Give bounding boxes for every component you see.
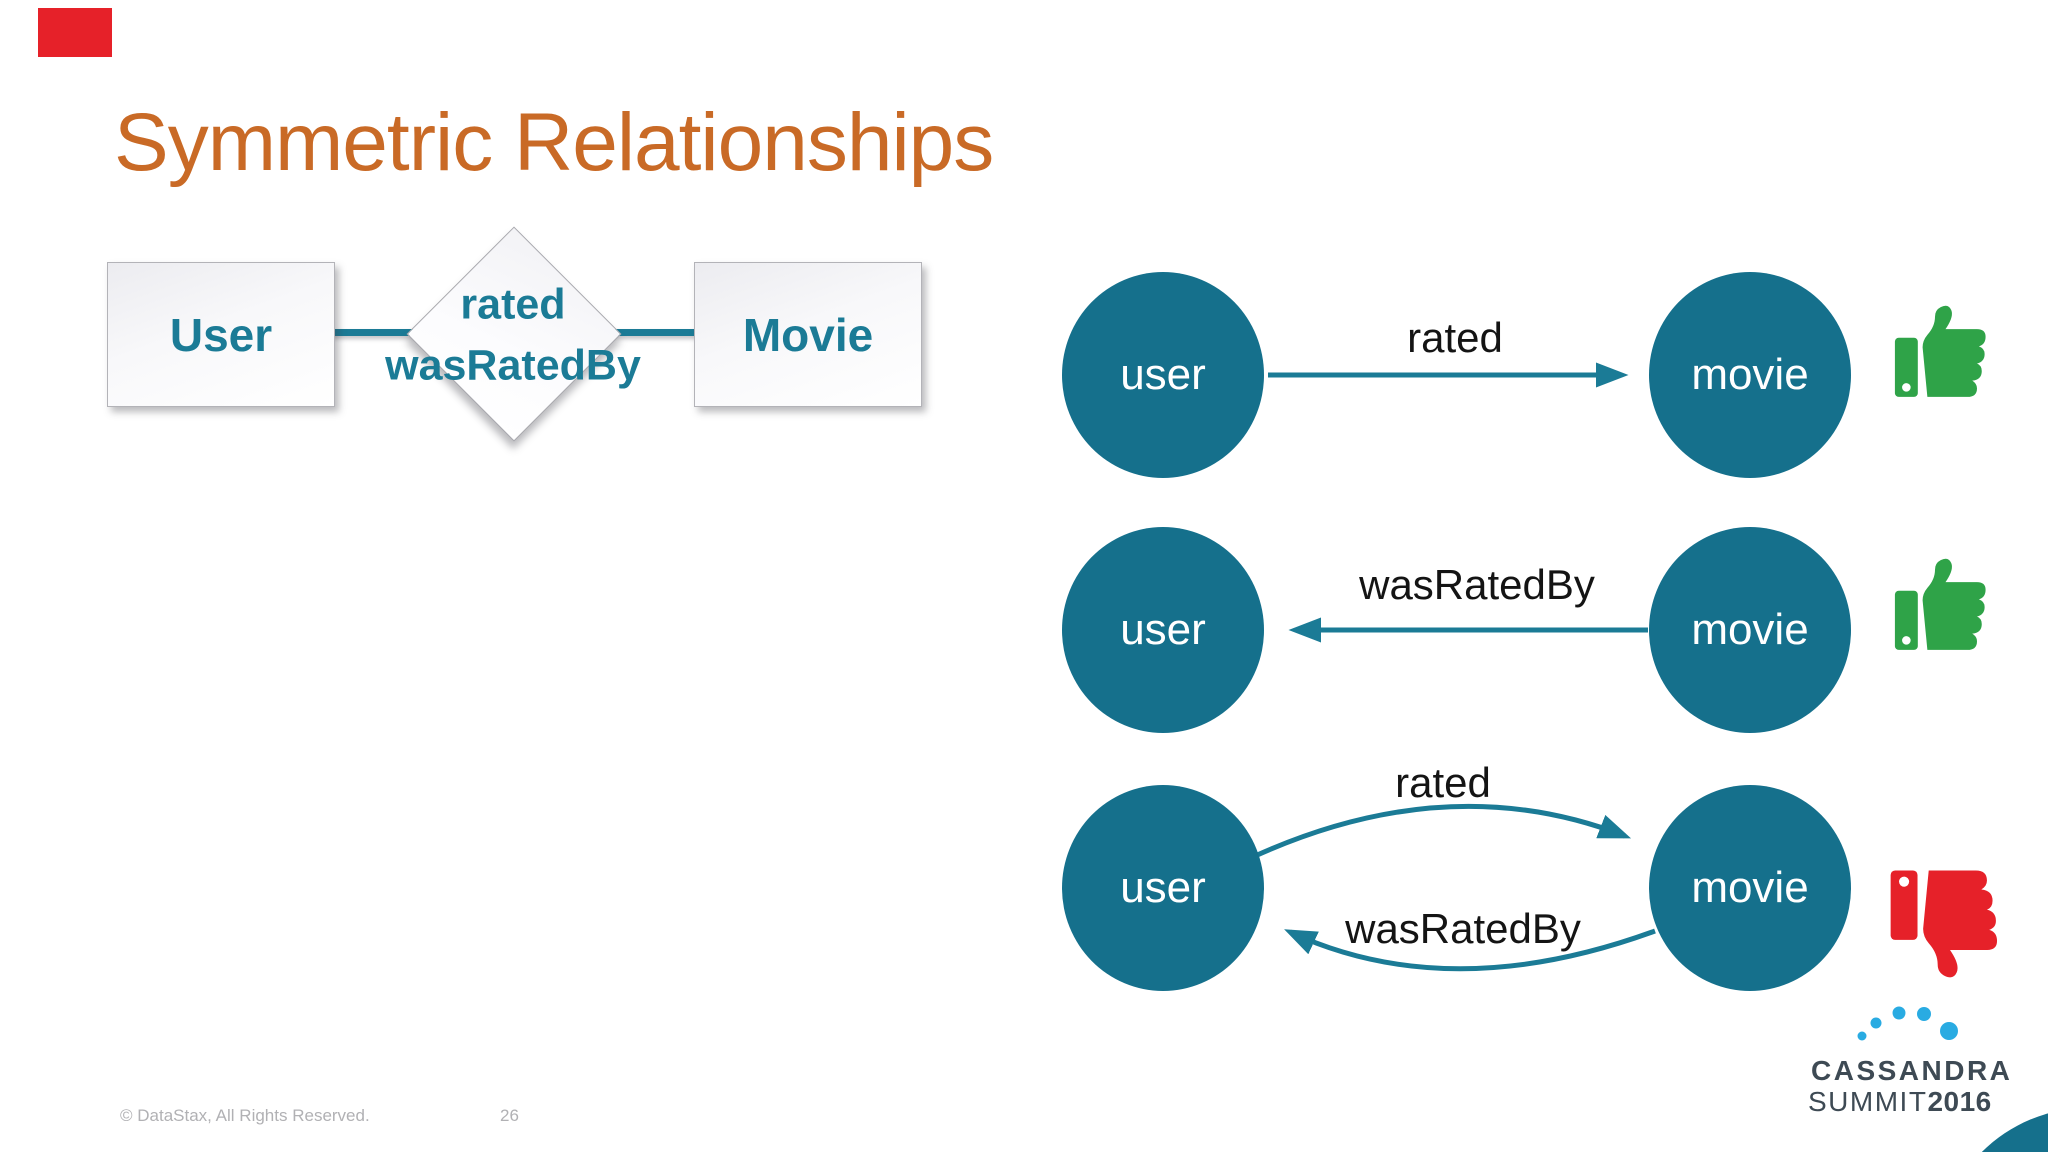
cassandra-logo-dots-icon bbox=[1857, 1006, 1958, 1041]
thumbs-up-icon bbox=[1893, 556, 1998, 656]
user-node-row3: user bbox=[1062, 785, 1264, 991]
footer-copyright: © DataStax, All Rights Reserved. bbox=[120, 1106, 370, 1125]
er-relationship-label-rated: rated bbox=[460, 280, 566, 329]
edge-label-wasratedby-row2: wasRatedBy bbox=[1359, 561, 1595, 608]
edge-label-rated-row3: rated bbox=[1395, 759, 1491, 806]
user-node-row1: user bbox=[1062, 272, 1264, 478]
er-relationship-label-wasratedby: wasRatedBy bbox=[385, 341, 641, 390]
er-entity-user-label: User bbox=[169, 308, 273, 361]
movie-node-label: movie bbox=[1691, 605, 1809, 654]
user-node-label: user bbox=[1120, 863, 1206, 912]
user-node-label: user bbox=[1120, 605, 1206, 654]
movie-node-row3: movie bbox=[1649, 785, 1851, 991]
movie-node-label: movie bbox=[1691, 863, 1809, 912]
er-entity-movie-box: Movie bbox=[694, 262, 922, 407]
cassandra-logo-brand: CASSANDRA bbox=[1811, 1055, 2013, 1086]
page-number: 26 bbox=[500, 1106, 519, 1125]
edge-rated-arc bbox=[1253, 803, 1632, 859]
movie-node-row1: movie bbox=[1649, 272, 1851, 478]
cassandra-logo-event: SUMMIT bbox=[1808, 1086, 1928, 1117]
movie-node-row2: movie bbox=[1649, 527, 1851, 733]
slide-title: Symmetric Relationships bbox=[114, 97, 994, 188]
user-node-label: user bbox=[1120, 350, 1206, 399]
user-node-row2: user bbox=[1062, 527, 1264, 733]
corner-accent-red bbox=[38, 8, 112, 57]
cassandra-logo-event-year: SUMMIT2016 bbox=[1808, 1086, 1992, 1118]
movie-node-label: movie bbox=[1691, 350, 1809, 399]
edge-label-wasratedby-row3: wasRatedBy bbox=[1345, 905, 1581, 952]
er-entity-user-box: User bbox=[107, 262, 335, 407]
edge-label-rated-row1: rated bbox=[1407, 314, 1503, 361]
er-entity-movie-label: Movie bbox=[742, 308, 874, 361]
edge-wasratedby-arc bbox=[1284, 928, 1656, 972]
cassandra-logo-year: 2016 bbox=[1927, 1086, 1992, 1117]
thumbs-up-icon bbox=[1893, 303, 1998, 403]
thumbs-down-icon bbox=[1885, 866, 2015, 978]
